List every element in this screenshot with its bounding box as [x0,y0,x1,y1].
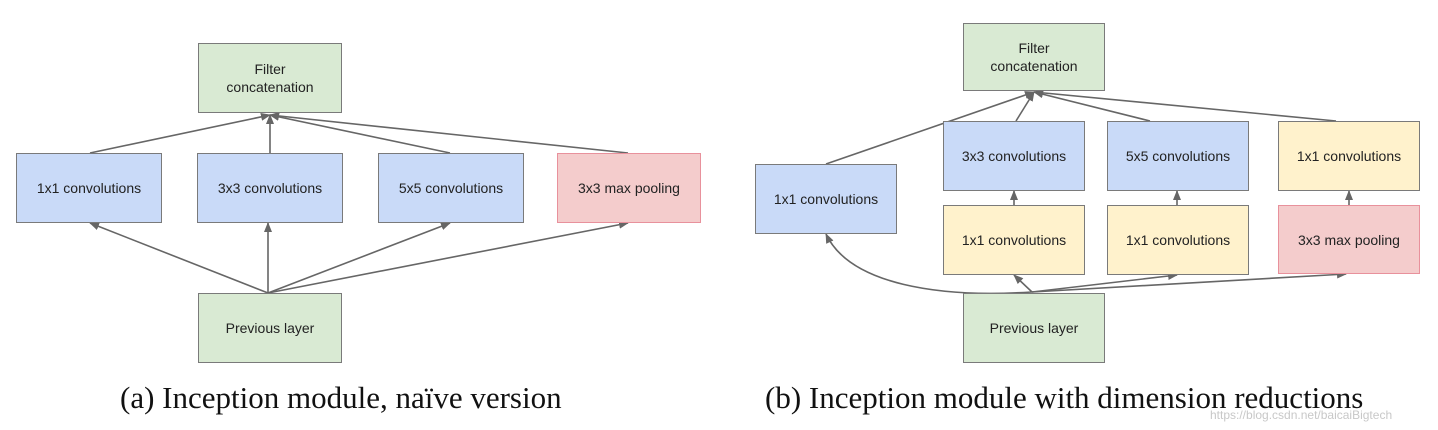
b-previous-layer-label: Previous layer [989,320,1079,336]
arrow-a-pool-to-concat [269,111,629,154]
arrow-a-prev-to-pool [267,220,629,294]
a-filter-concatenation-label: Filter concatenation [226,61,314,95]
arrow-b-3x3-to-concat [1015,91,1035,122]
watermark: https://blog.csdn.net/baicaiBigtech [1210,408,1393,422]
b-3x3-convolutions-box: 3x3 convolutions [943,121,1085,191]
arrow-b-prev-to-reduce-b [1031,272,1178,293]
a-3x3-convolutions-label: 3x3 convolutions [217,180,323,196]
b-filter-concatenation-label: Filter concatenation [990,40,1078,74]
arrow-b-5x5-to-concat [1033,90,1151,122]
b-1x1-convolutions-direct-label: 1x1 convolutions [773,191,879,207]
arrow-a-prev-to-1x1 [89,222,269,294]
b-1x1-convolutions-direct-box: 1x1 convolutions [755,164,897,234]
arrow-b-proj-to-concat [1033,88,1337,122]
b-3x3-convolutions-label: 3x3 convolutions [961,148,1067,164]
b-1x1-convolutions-pool-proj-label: 1x1 convolutions [1296,148,1402,164]
a-3x3-convolutions-box: 3x3 convolutions [197,153,343,223]
b-5x5-convolutions-label: 5x5 convolutions [1125,148,1231,164]
b-previous-layer-box: Previous layer [963,293,1105,363]
a-1x1-convolutions-box: 1x1 convolutions [16,153,162,223]
b-filter-concatenation-box: Filter concatenation [963,23,1105,91]
b-1x1-reduction-a-label: 1x1 convolutions [961,232,1067,248]
b-1x1-reduction-a-box: 1x1 convolutions [943,205,1085,275]
arrow-a-1x1-to-concat [89,112,271,154]
b-3x3-max-pooling-box: 3x3 max pooling [1278,205,1420,274]
b-1x1-reduction-b-label: 1x1 convolutions [1125,232,1231,248]
a-5x5-convolutions-box: 5x5 convolutions [378,153,524,223]
b-5x5-convolutions-box: 5x5 convolutions [1107,121,1249,191]
arrow-a-5x5-to-concat [269,112,451,154]
a-previous-layer-box: Previous layer [198,293,342,363]
a-3x3-max-pooling-box: 3x3 max pooling [557,153,701,223]
caption-b: (b) Inception module with dimension redu… [765,380,1364,415]
arrow-a-prev-to-5x5 [267,222,451,294]
b-3x3-max-pooling-label: 3x3 max pooling [1298,231,1400,248]
b-1x1-convolutions-pool-proj-box: 1x1 convolutions [1278,121,1420,191]
caption-a: (a) Inception module, naïve version [120,380,562,415]
arrow-b-1x1-to-concat [825,91,1035,165]
b-1x1-reduction-b-box: 1x1 convolutions [1107,205,1249,275]
arrow-b-prev-to-reduce-a [1013,274,1033,293]
a-previous-layer-label: Previous layer [225,320,315,336]
a-filter-concatenation-box: Filter concatenation [198,43,342,113]
arrow-b-prev-to-pool [1031,270,1347,293]
a-1x1-convolutions-label: 1x1 convolutions [36,180,142,196]
a-5x5-convolutions-label: 5x5 convolutions [398,180,504,196]
a-3x3-max-pooling-label: 3x3 max pooling [578,180,680,196]
